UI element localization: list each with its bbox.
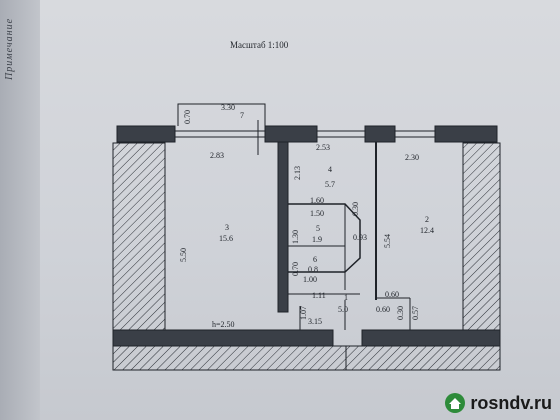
top-wall-2	[264, 125, 318, 143]
dim-070b: 0.70	[291, 262, 300, 276]
dim-111: 1.11	[312, 291, 326, 300]
dim-7: 7	[240, 111, 244, 120]
room-5-number: 5	[316, 224, 320, 233]
watermark[interactable]: rosndv.ru	[444, 392, 552, 414]
bottom-outer-wall-right	[345, 345, 501, 371]
room-6-area: 0.8	[308, 265, 318, 274]
dim-213: 2.13	[293, 166, 302, 180]
room-4-number: 4	[328, 165, 332, 174]
dim-160: 1.60	[310, 196, 324, 205]
bottom-outer-wall-left	[112, 345, 347, 371]
dim-130: 1.30	[291, 230, 300, 244]
room-1-area: 5.0	[338, 305, 348, 314]
storage-partition	[288, 203, 361, 273]
dim-150: 1.50	[310, 209, 324, 218]
dim-315: 3.15	[308, 317, 322, 326]
dim-253: 2.53	[316, 143, 330, 152]
dim-330: 3.30	[221, 103, 235, 112]
bottom-wall-left	[112, 329, 334, 347]
top-window-1	[175, 130, 265, 138]
dim-283: 2.83	[210, 151, 224, 160]
room-3-number: 3	[225, 223, 229, 232]
top-window-2	[317, 130, 365, 138]
room-1-number: 1	[344, 293, 348, 302]
room-4-area: 5.7	[325, 180, 335, 189]
top-wall-1	[116, 125, 176, 143]
bottom-wall-right	[361, 329, 501, 347]
dim-550: 5.50	[179, 248, 188, 262]
top-window-3	[395, 130, 435, 138]
dim-230: 2.30	[405, 153, 419, 162]
room-6-number: 6	[313, 255, 317, 264]
dim-060a: 0.60	[385, 290, 399, 299]
dim-100: 1.00	[303, 275, 317, 284]
room-2-number: 2	[425, 215, 429, 224]
dim-060b: 0.60	[376, 305, 390, 314]
adjacent-sheet: Примечание	[0, 0, 40, 420]
room-3-area: 15.6	[219, 234, 233, 243]
room-2-area: 12.4	[420, 226, 434, 235]
dim-093: 0.93	[353, 233, 367, 242]
dim-070a: 0.70	[183, 110, 192, 124]
watermark-text: rosndv.ru	[470, 392, 552, 413]
house-logo-icon	[445, 393, 466, 413]
dim-030a: 0.30	[351, 202, 360, 216]
dim-107: 1.07	[299, 306, 308, 320]
dim-554: 5.54	[383, 234, 392, 248]
dim-030b: 0.30	[396, 306, 405, 320]
top-wall-3	[364, 125, 396, 143]
ceiling-height: h=2.50	[212, 320, 235, 329]
top-wall-4	[434, 125, 498, 143]
annex-outline	[177, 103, 266, 126]
room-5-area: 1.9	[312, 235, 322, 244]
dim-057: 0.57	[411, 306, 420, 320]
interior-wall-left	[277, 141, 289, 313]
left-outer-wall	[112, 142, 166, 332]
right-outer-wall	[462, 142, 501, 332]
scale-label: Масштаб 1:100	[230, 40, 289, 50]
